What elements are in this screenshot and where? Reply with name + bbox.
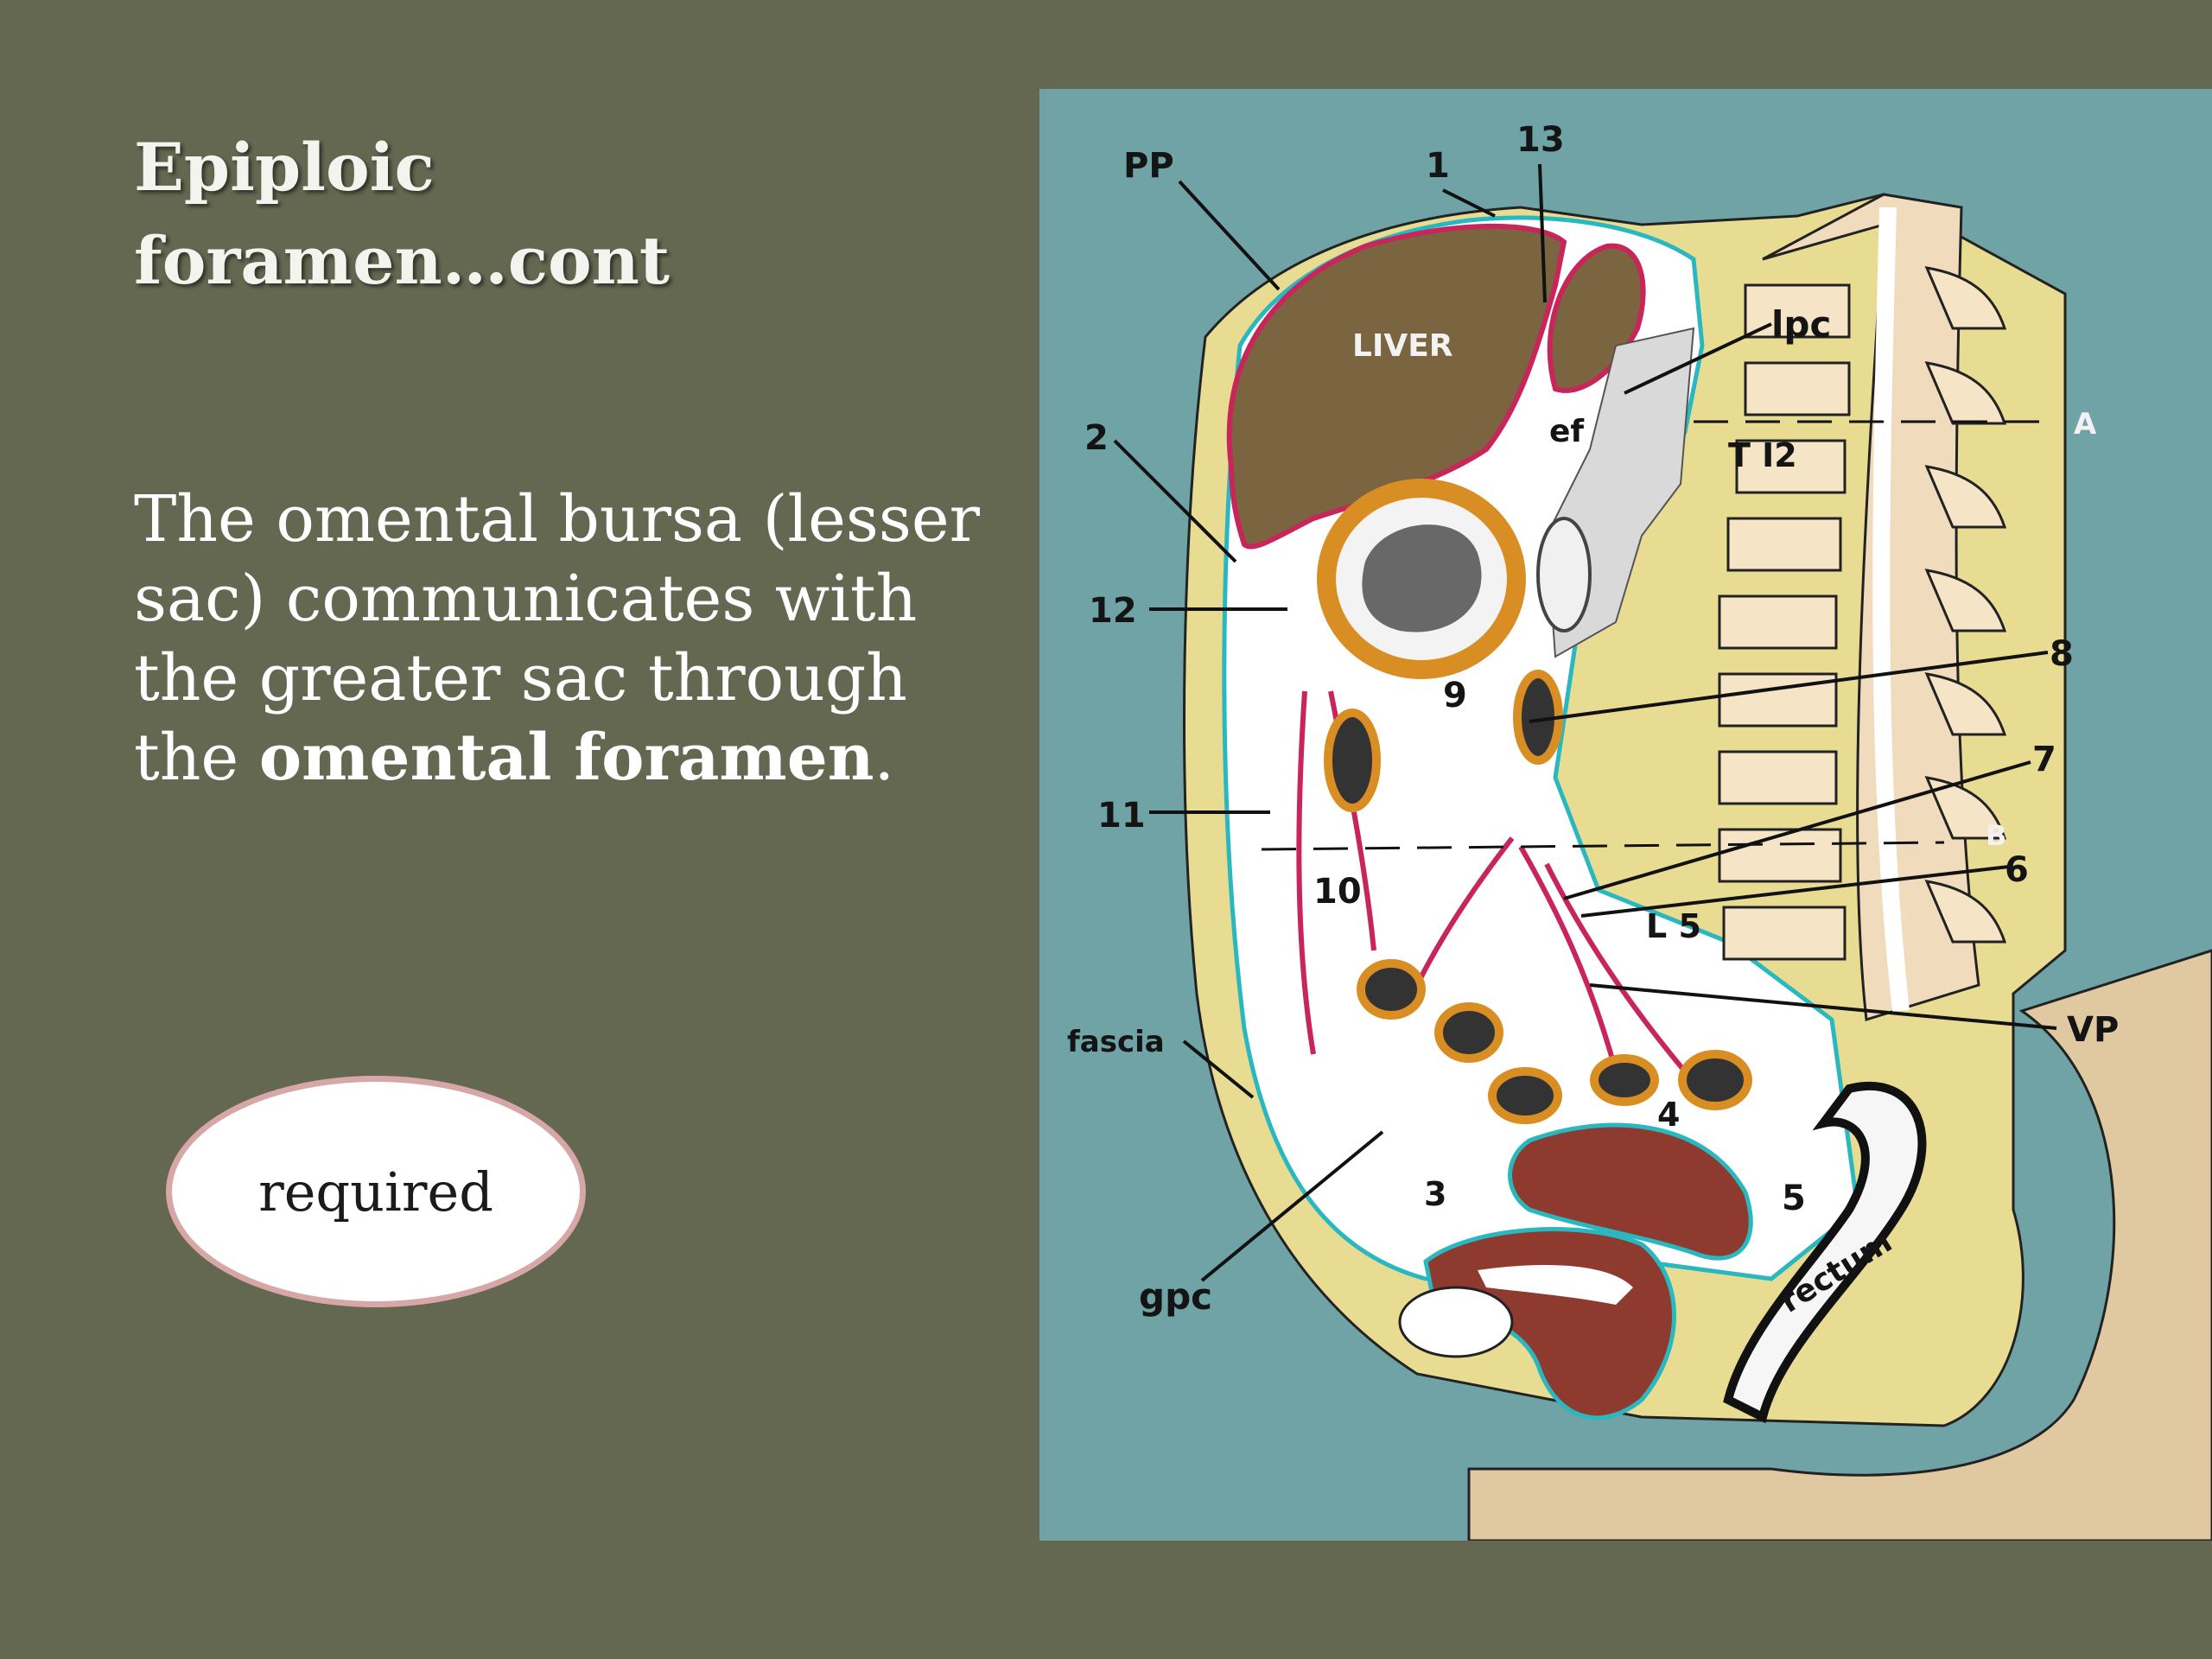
title-line-2: foramen…cont [134, 222, 671, 299]
label-3: 3 [1424, 1175, 1446, 1213]
label-10: 10 [1313, 872, 1362, 912]
pubic-bone [1398, 1286, 1514, 1358]
label-7: 7 [2032, 740, 2056, 779]
required-button[interactable]: required [166, 1076, 586, 1307]
bladder-lumen [1478, 1265, 1633, 1305]
slide-title: Epiploic foramen…cont [134, 121, 912, 308]
label-b: B [1986, 819, 2006, 852]
spinous-processes [1924, 266, 2007, 944]
label-l5: L 5 [1646, 907, 1701, 945]
label-8: 8 [2050, 634, 2074, 674]
label-6: 6 [2005, 850, 2029, 890]
label-4: 4 [1657, 1096, 1680, 1134]
label-t12: T I2 [1728, 436, 1797, 474]
label-vp: VP [2067, 1010, 2119, 1050]
required-button-label: required [258, 1160, 493, 1224]
uterus [1508, 1122, 1753, 1261]
body-plain-text: The omental bursa (lesser sac) communica… [134, 482, 981, 795]
level-line-b [1261, 841, 1945, 851]
label-5: 5 [1782, 1179, 1806, 1218]
vertebrae [1718, 283, 1851, 961]
spinal-cord [1872, 207, 1910, 1013]
label-12: 12 [1089, 591, 1137, 631]
label-ef: ef [1549, 414, 1584, 449]
label-13: 13 [1516, 120, 1565, 160]
label-pp: PP [1123, 146, 1174, 186]
body-end-punct: . [874, 721, 895, 795]
spine-column [1762, 193, 1980, 1021]
title-line-1: Epiploic [134, 129, 435, 206]
buttock-outline [1467, 949, 2212, 1541]
body-paragraph: The omental bursa (lesser sac) communica… [134, 480, 998, 798]
label-11: 11 [1097, 796, 1146, 836]
leader-lines [1113, 163, 2057, 1282]
label-1: 1 [1426, 146, 1450, 186]
label-2: 2 [1084, 418, 1109, 458]
liver-shape [1226, 223, 1567, 550]
label-liver: LIVER [1352, 328, 1453, 364]
label-gpc: gpc [1139, 1275, 1212, 1318]
pancreas [1536, 517, 1592, 632]
sagittal-section-diagram: PP 1 13 lpc A T I2 2 12 ef LIVER 8 9 7 1… [1067, 120, 2212, 1541]
label-fascia: fascia [1067, 1025, 1165, 1059]
label-lpc: lpc [1771, 303, 1831, 346]
stomach-content [1362, 524, 1482, 632]
anatomy-figure: PP 1 13 lpc A T I2 2 12 ef LIVER 8 9 7 1… [1039, 89, 2212, 1541]
label-9: 9 [1443, 676, 1467, 715]
label-a: A [2074, 407, 2097, 442]
body-bold-term: omental foramen [258, 721, 874, 795]
intestine-loops [1324, 670, 1752, 1124]
rectum [1723, 1081, 1927, 1424]
